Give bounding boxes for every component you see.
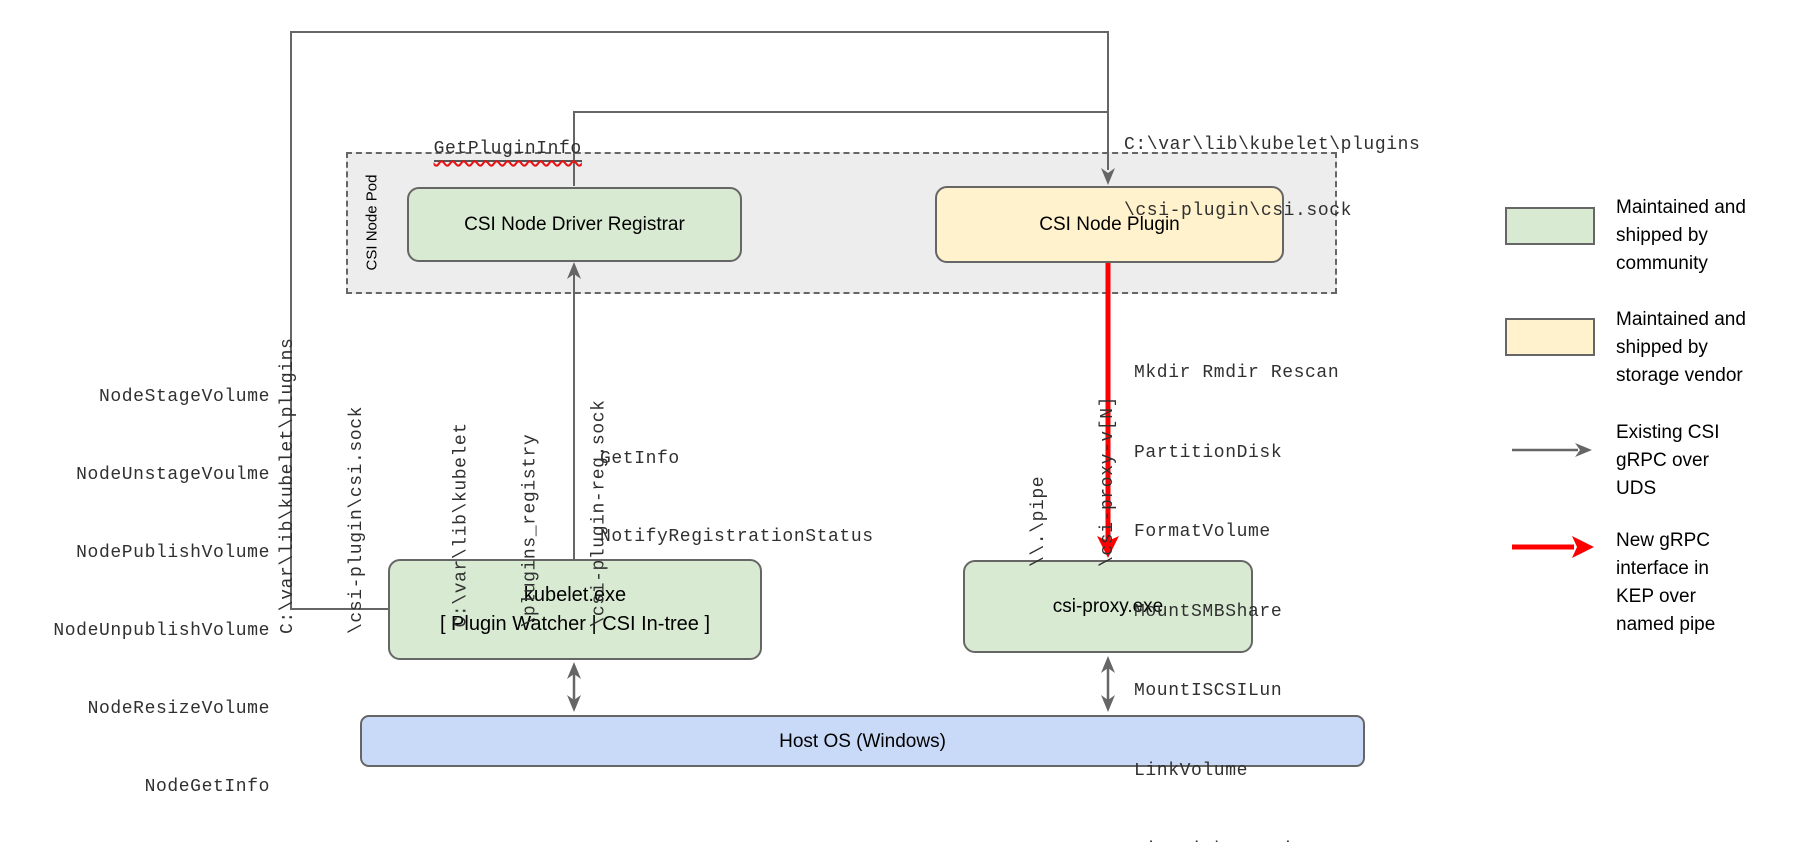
legend-gray-arrowhead-icon xyxy=(1575,443,1592,457)
legend-community-swatch xyxy=(1505,207,1595,245)
csi-proxy-box: csi-proxy.exe xyxy=(963,560,1253,653)
legend-uds-label: Existing CSI gRPC over UDS xyxy=(1616,422,1720,499)
list-item: PartitionDisk xyxy=(1134,442,1283,463)
list-item: NodeGetInfo xyxy=(144,777,270,797)
kubelet-box: kubelet.exe [ Plugin Watcher | CSI In-tr… xyxy=(388,559,762,660)
proxy-hostos-up-arrowhead-icon xyxy=(1101,656,1115,673)
kubelet-label-line1: kubelet.exe xyxy=(523,583,627,606)
registrar-label: CSI Node Driver Registrar xyxy=(464,214,685,235)
legend-community-label: Maintained and shipped by community xyxy=(1616,197,1746,274)
csi-proxy-calls-list: Mkdir Rmdir Rescan PartitionDisk FormatV… xyxy=(1134,307,1339,842)
plugin-label: CSI Node Plugin xyxy=(1039,214,1180,235)
get-plugin-info-label: GetPluginInfo xyxy=(388,110,582,188)
list-item: NodePublishVolume xyxy=(76,543,270,563)
csi-proxy-label: csi-proxy.exe xyxy=(1052,596,1164,617)
legend-vendor-label: Maintained and shipped by storage vendor xyxy=(1616,309,1746,386)
legend-vendor-swatch xyxy=(1505,318,1595,356)
registrar-bottom-arrowhead-icon xyxy=(567,262,581,279)
csi-node-pod-label: CSI Node Pod xyxy=(363,174,381,271)
list-item: NodeResizeVolume xyxy=(87,699,270,719)
kubelet-hostos-up-arrowhead-icon xyxy=(567,662,581,679)
legend-red-arrowhead-icon xyxy=(1572,536,1594,558)
list-item: NodeUnpublishVolume xyxy=(53,621,270,641)
list-item: MountISCSILun xyxy=(1134,681,1283,701)
csi-sock-path-label: C:\var\lib\kubelet\plugins \csi-plugin\c… xyxy=(1124,135,1421,221)
list-item: ListDiskLocations xyxy=(1134,837,1339,842)
list-item: NodeUnstageVoulme xyxy=(76,465,270,485)
plugin-top-arrowhead-icon xyxy=(1101,168,1115,185)
proxy-top-red-arrowhead-icon xyxy=(1097,536,1119,558)
list-item: Mkdir Rmdir Rescan xyxy=(1134,363,1340,383)
registration-calls-label: GetInfo NotifyRegistrationStatus xyxy=(600,449,874,547)
list-item: LinkVolume xyxy=(1134,760,1249,781)
list-item: FormatVolume xyxy=(1134,522,1271,542)
kubelet-to-plugin-uds-line xyxy=(290,31,1109,610)
registrar-to-plugin-line xyxy=(573,111,1107,186)
host-os-box: Host OS (Windows) xyxy=(360,715,1365,767)
kubelet-hostos-down-arrowhead-icon xyxy=(567,695,581,712)
kubelet-label-line2: [ Plugin Watcher | CSI In-tree ] xyxy=(439,612,711,635)
list-item: MountSMBShare xyxy=(1134,601,1283,622)
csi-node-driver-registrar-box: CSI Node Driver Registrar xyxy=(407,187,742,262)
proxy-hostos-down-arrowhead-icon xyxy=(1101,695,1115,712)
csi-node-plugin-box: CSI Node Plugin xyxy=(935,186,1284,263)
list-item: NodeStageVolume xyxy=(98,387,270,407)
host-os-label: Host OS (Windows) xyxy=(779,730,946,752)
kubelet-node-calls-list: NodeStageVolume NodeUnstageVoulme NodePu… xyxy=(53,332,270,842)
legend-namedpipe-label: New gRPC interface in KEP over named pip… xyxy=(1616,530,1716,635)
